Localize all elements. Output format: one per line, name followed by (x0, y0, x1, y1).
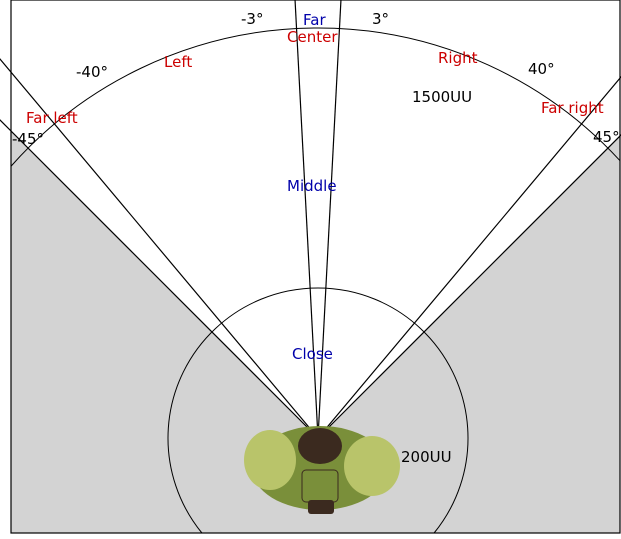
angle-label-minus-40: -40° (76, 63, 108, 81)
inner-range-arc (167, 287, 469, 534)
angle-label-plus-45: 45° (593, 128, 620, 146)
player-chest-plate (301, 469, 339, 503)
radius-label-inner: 200UU (401, 448, 452, 466)
zone-label-center: Center (287, 28, 338, 46)
radius-label-outer: 1500UU (412, 88, 472, 106)
angle-label-plus-40: 40° (528, 60, 555, 78)
player-right-shoulder (344, 436, 400, 496)
armored-soldier-topdown-icon (244, 426, 400, 514)
close-zone-fill (211, 288, 425, 438)
angle-label-minus-45: -45° (12, 130, 44, 148)
player-belt (308, 500, 334, 514)
outside-left-region (11, 131, 318, 533)
zone-label-left: Left (164, 53, 192, 71)
frame-border (10, 0, 621, 534)
distance-label-close: Close (292, 345, 333, 363)
player-head (298, 428, 342, 464)
ray-minus-3 (294, 0, 319, 439)
player-left-shoulder (244, 430, 296, 490)
zone-label-far-left: Far left (26, 109, 78, 127)
ray-plus-45 (317, 134, 621, 439)
ray-minus-45 (0, 119, 319, 439)
distance-label-far: Far (303, 11, 326, 29)
zone-label-right: Right (438, 49, 478, 67)
angle-label-minus-3: -3° (241, 10, 263, 28)
zone-label-far-right: Far right (541, 99, 604, 117)
distance-label-middle: Middle (287, 177, 337, 195)
ray-plus-3 (317, 0, 342, 439)
outside-right-region (318, 136, 620, 533)
ray-minus-40 (0, 58, 319, 439)
outer-range-arc (10, 27, 621, 167)
ray-plus-40 (317, 75, 621, 439)
angle-label-plus-3: 3° (372, 10, 389, 28)
